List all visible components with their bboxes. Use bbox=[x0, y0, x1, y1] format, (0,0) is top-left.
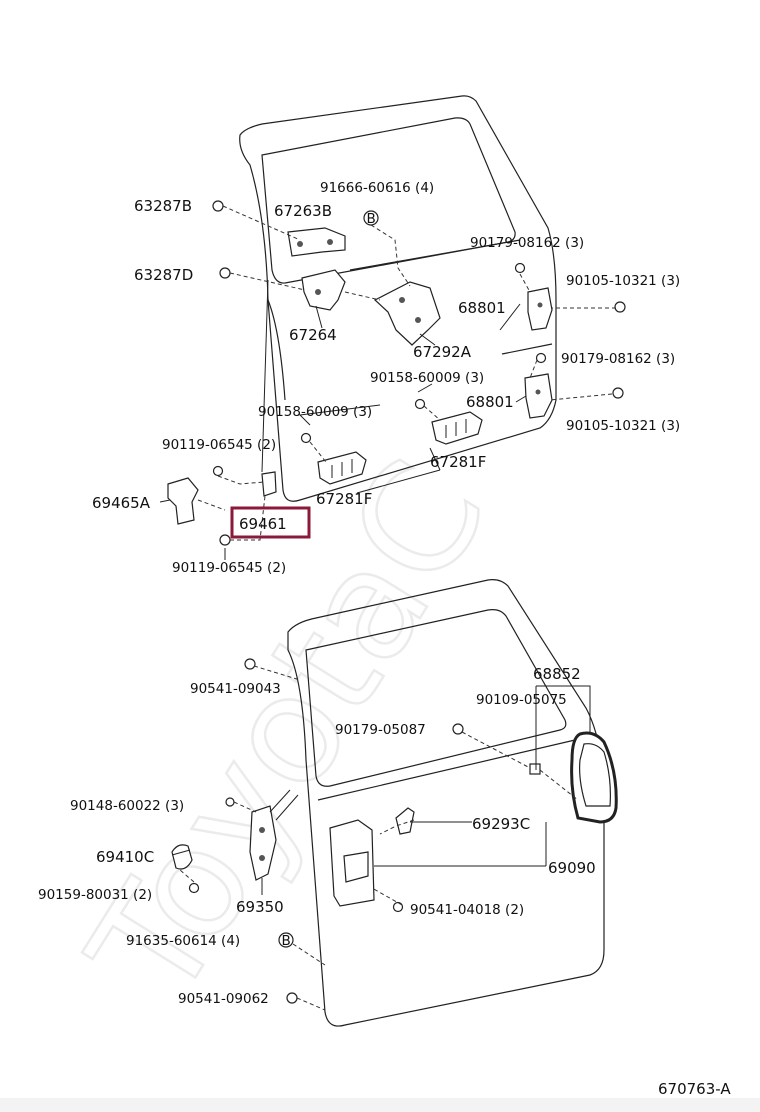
svg-text:B: B bbox=[282, 933, 291, 949]
label-67292a: 67292A bbox=[413, 343, 472, 361]
label-69410c: 69410C bbox=[96, 848, 154, 866]
label-63287d: 63287D bbox=[134, 266, 193, 284]
label-90119-b: 90119-06545 (2) bbox=[172, 560, 286, 576]
label-91635: 91635-60614 (4) bbox=[126, 933, 240, 949]
label-90179-05087: 90179-05087 bbox=[335, 722, 426, 738]
b-marker-lower: B bbox=[278, 932, 294, 949]
label-69350: 69350 bbox=[236, 898, 284, 916]
leaders-lower bbox=[171, 665, 591, 1011]
label-68801-a: 68801 bbox=[458, 299, 506, 317]
diagram-code: 670763-A bbox=[658, 1080, 731, 1098]
quarter-glass-68852[interactable] bbox=[570, 731, 618, 824]
cylinder-69410c[interactable] bbox=[171, 844, 193, 870]
b-marker-upper: B bbox=[363, 210, 379, 227]
label-69461: 69461 bbox=[239, 515, 287, 533]
handle-bracket-69461[interactable] bbox=[261, 471, 277, 497]
bracket-69465a[interactable] bbox=[167, 477, 199, 525]
lower-door-panel bbox=[287, 579, 605, 1027]
label-67263b: 67263B bbox=[274, 202, 332, 220]
label-90148: 90148-60022 (3) bbox=[70, 798, 184, 814]
bolts-upper bbox=[212, 200, 626, 546]
label-63287b: 63287B bbox=[134, 197, 192, 215]
label-90541-09043: 90541-09043 bbox=[190, 681, 281, 697]
hinge-68801-upper[interactable] bbox=[527, 287, 553, 331]
bracket-67292a[interactable] bbox=[373, 281, 441, 346]
label-90119-a: 90119-06545 (2) bbox=[162, 437, 276, 453]
label-90541-09062: 90541-09062 bbox=[178, 991, 269, 1007]
label-67264: 67264 bbox=[289, 326, 337, 344]
label-68852: 68852 bbox=[533, 665, 581, 683]
label-67281f-b: 67281F bbox=[316, 490, 372, 508]
footer-bar bbox=[0, 1098, 760, 1112]
part-labels: 63287B 67263B 91666-60616 (4) 90179-0816… bbox=[38, 180, 731, 1098]
label-90105-b: 90105-10321 (3) bbox=[566, 418, 680, 434]
stopper-67281f-left[interactable] bbox=[317, 451, 367, 485]
label-67281f-a: 67281F bbox=[430, 453, 486, 471]
bolts-lower bbox=[188, 658, 541, 1004]
label-69465a: 69465A bbox=[92, 494, 151, 512]
hinge-68801-lower[interactable] bbox=[524, 373, 553, 419]
label-90158-a: 90158-60009 (3) bbox=[370, 370, 484, 386]
upper-door-panel bbox=[239, 95, 557, 502]
label-90541-04018: 90541-04018 (2) bbox=[410, 902, 524, 918]
highlight-box bbox=[230, 506, 311, 539]
label-68801-b: 68801 bbox=[466, 393, 514, 411]
label-90179-08162-b: 90179-08162 (3) bbox=[561, 351, 675, 367]
hinge-67263b[interactable] bbox=[287, 227, 346, 257]
label-69090: 69090 bbox=[548, 859, 596, 877]
outside-handle-69090[interactable] bbox=[329, 819, 375, 907]
leaders-upper bbox=[159, 205, 616, 560]
svg-text:B: B bbox=[367, 211, 376, 227]
label-69293c: 69293C bbox=[472, 815, 530, 833]
label-90109: 90109-05075 bbox=[476, 692, 567, 708]
door-lock-69350[interactable] bbox=[249, 789, 299, 881]
label-90158-b: 90158-60009 (3) bbox=[258, 404, 372, 420]
label-90159: 90159-80031 (2) bbox=[38, 887, 152, 903]
stopper-67281f-right[interactable] bbox=[431, 411, 483, 445]
label-90179-08162-a: 90179-08162 (3) bbox=[470, 235, 584, 251]
label-91666: 91666-60616 (4) bbox=[320, 180, 434, 196]
hinge-67264[interactable] bbox=[301, 269, 346, 311]
label-90105-a: 90105-10321 (3) bbox=[566, 273, 680, 289]
